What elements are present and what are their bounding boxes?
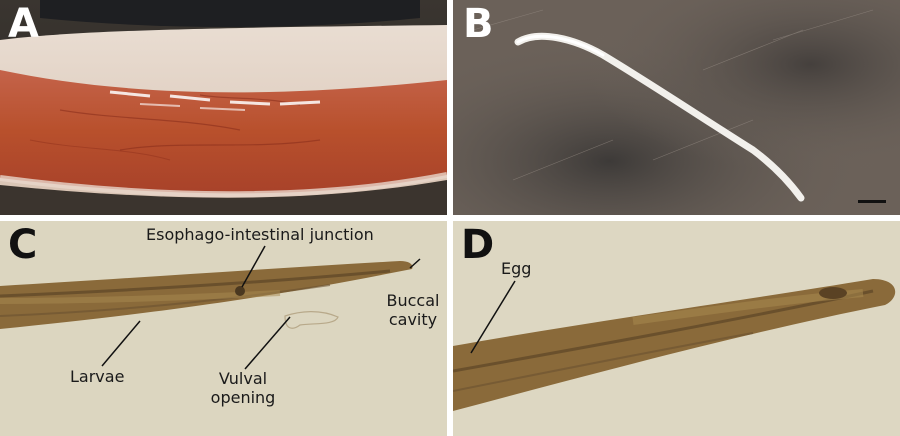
label-esophago-intestinal-junction: Esophago-intestinal junction <box>146 225 374 244</box>
label-egg: Egg <box>501 259 532 278</box>
label-cavity: cavity <box>388 310 438 330</box>
label-larvae: Larvae <box>70 367 125 386</box>
panel-b-photo: B <box>453 0 900 215</box>
worm-anterior-micrograph <box>0 221 447 436</box>
label-vulval: Vulval <box>218 369 268 388</box>
panel-letter-c: C <box>8 222 38 268</box>
worm-posterior-micrograph <box>453 221 900 436</box>
label-buccal: Buccal <box>386 291 440 310</box>
panel-c-micrograph: C Esophago-intestinal junction Buccal ca… <box>0 221 447 436</box>
panel-d-micrograph: D Egg <box>453 221 900 436</box>
label-buccal-cavity: Buccal cavity <box>380 291 446 329</box>
panel-letter-a: A <box>8 1 39 47</box>
panel-letter-b: B <box>463 1 494 47</box>
panel-a-photo: A <box>0 0 447 215</box>
label-opening: opening <box>210 388 276 408</box>
label-vulval-opening: Vulval opening <box>210 369 276 407</box>
panel-letter-d: D <box>461 222 495 268</box>
conjunctiva-image <box>0 0 447 215</box>
worm-specimen-image <box>453 0 900 215</box>
